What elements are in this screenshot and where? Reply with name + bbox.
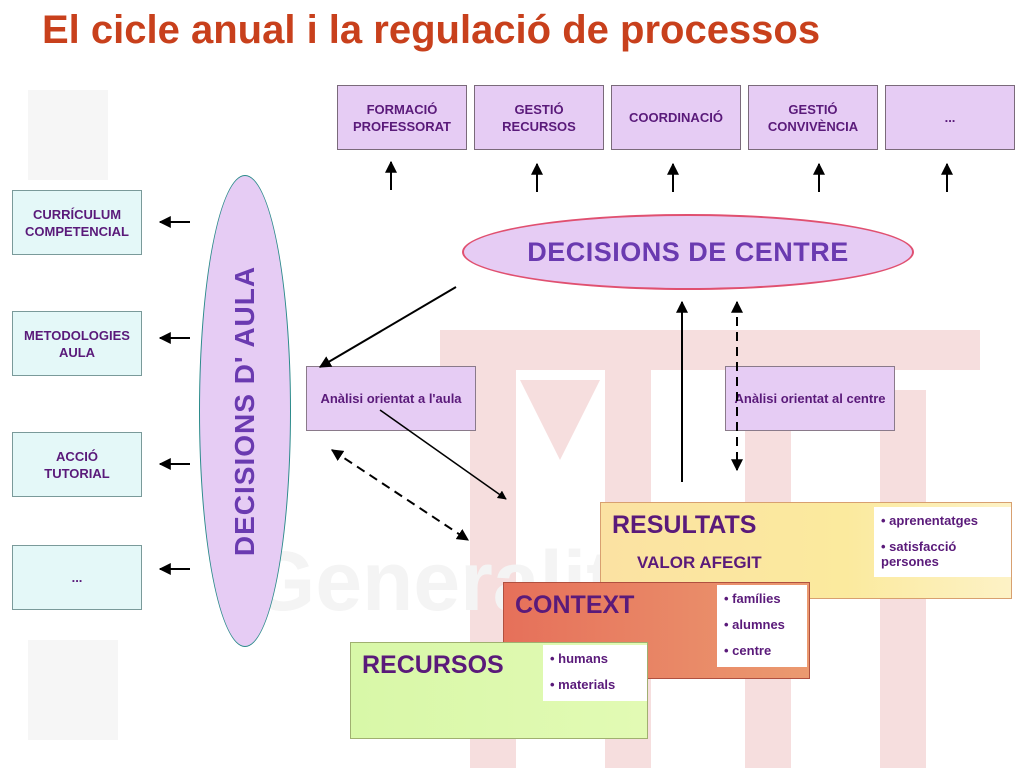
bullet-satisfaccio-persones: satisfacció persones xyxy=(881,539,1005,569)
page-title: El cicle anual i la regulació de process… xyxy=(42,8,821,52)
decisions-centre-label: DECISIONS DE CENTRE xyxy=(527,236,849,267)
box-analisi-centre: Anàlisi orientat al centre xyxy=(725,366,895,431)
bullet-materials: materials xyxy=(550,677,641,692)
bullet-alumnes: alumnes xyxy=(724,617,801,632)
context-title: CONTEXT xyxy=(515,591,635,619)
box-left-more: ... xyxy=(12,545,142,610)
recursos-box: RECURSOS humans materials xyxy=(350,642,648,739)
box-top-more: ... xyxy=(885,85,1015,150)
recursos-bullets: humans materials xyxy=(543,645,647,701)
box-analisi-aula: Anàlisi orientat a l'aula xyxy=(306,366,476,431)
decisions-aula-label: DECISIONS D' AULA xyxy=(229,265,260,557)
decisions-aula-ellipse: DECISIONS D' AULA xyxy=(199,175,291,647)
recursos-title: RECURSOS xyxy=(362,651,504,679)
valor-afegit-label: VALOR AFEGIT xyxy=(637,553,762,572)
decisions-centre-ellipse: DECISIONS DE CENTRE xyxy=(462,214,914,290)
box-formacio-professorat: FORMACIÓ PROFESSORAT xyxy=(337,85,467,150)
box-gestio-recursos: GESTIÓ RECURSOS xyxy=(474,85,604,150)
box-coordinacio: COORDINACIÓ xyxy=(611,85,741,150)
context-bullets: famílies alumnes centre xyxy=(717,585,807,667)
bullet-humans: humans xyxy=(550,651,641,666)
box-metodologies-aula: METODOLOGIES AULA xyxy=(12,311,142,376)
resultats-bullets: aprenentatges satisfacció persones xyxy=(874,507,1011,577)
resultats-title: RESULTATS xyxy=(612,511,757,539)
box-gestio-convivencia: GESTIÓ CONVIVÈNCIA xyxy=(748,85,878,150)
box-accio-tutorial: ACCIÓ TUTORIAL xyxy=(12,432,142,497)
bullet-aprenentatges: aprenentatges xyxy=(881,513,1005,528)
bullet-centre: centre xyxy=(724,643,801,658)
box-curriculum-competencial: CURRÍCULUM COMPETENCIAL xyxy=(12,190,142,255)
bullet-families: famílies xyxy=(724,591,801,606)
